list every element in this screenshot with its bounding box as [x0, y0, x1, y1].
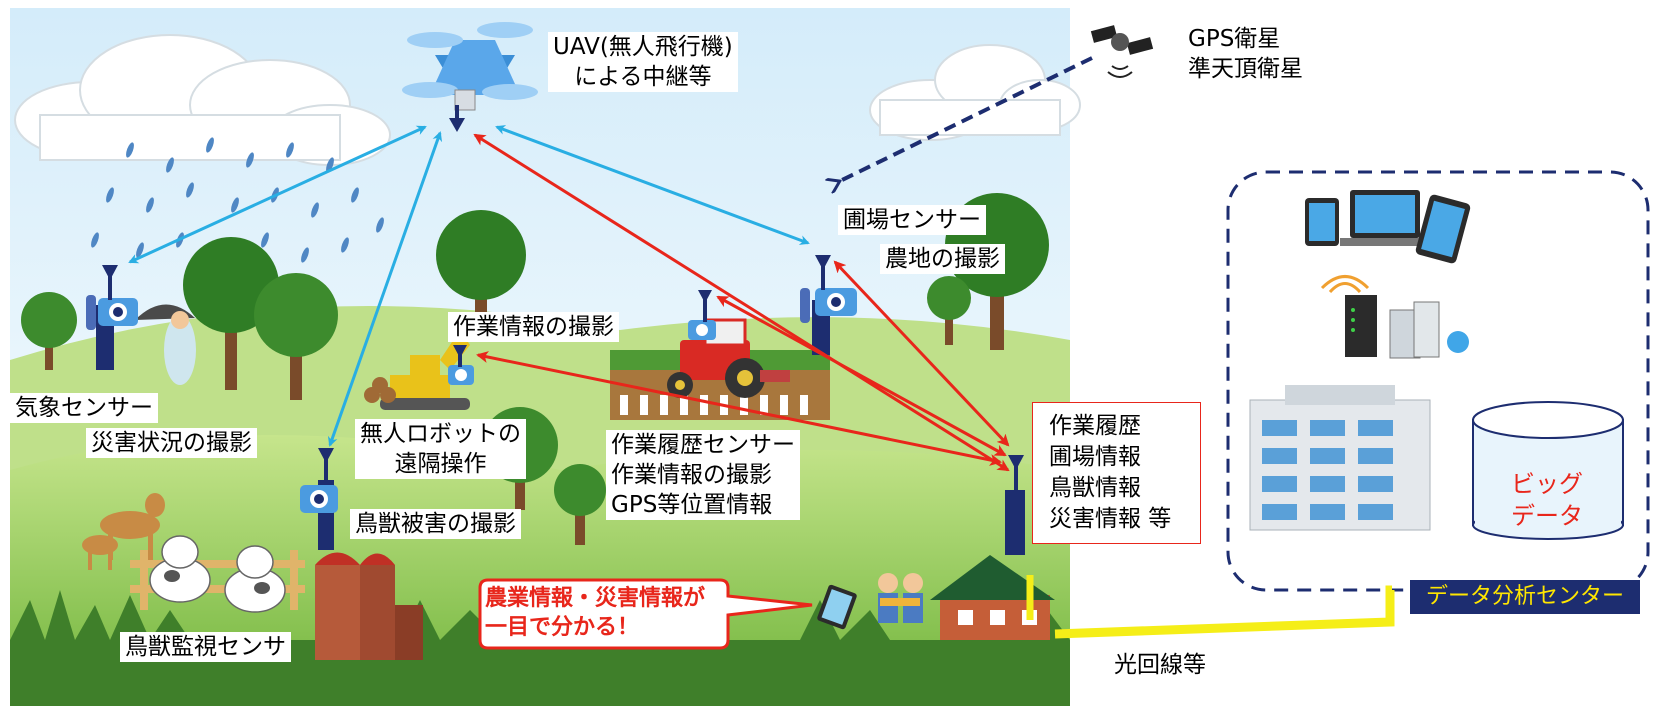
deer — [82, 493, 165, 570]
uav-label: UAV(無人飛行機) による中継等 — [548, 32, 738, 92]
drone — [402, 22, 538, 132]
callout-line2: 一目で分かる！ — [485, 615, 640, 640]
sensor-pole-history — [1005, 455, 1025, 555]
link-robot-history — [476, 351, 1002, 466]
animal-monitor-label: 鳥獣監視センサ — [120, 632, 291, 662]
fence — [130, 550, 305, 610]
damage-photo-label: 鳥獣被害の撮影 — [350, 509, 521, 539]
gps-label: GPS衛星 準天頂衛星 — [1188, 24, 1303, 84]
router-icon — [1320, 275, 1469, 359]
weather-sensor-label: 気象センサー — [10, 393, 158, 423]
farmers — [878, 573, 923, 623]
info-item: 作業履歴 — [1049, 413, 1141, 439]
history-label-line1: 作業履歴センサー — [611, 432, 795, 458]
disaster-photo-label: 災害状況の撮影 — [86, 428, 257, 458]
work-info-photo-label: 作業情報の撮影 — [448, 312, 619, 342]
link-gps — [838, 56, 1093, 182]
info-box: 作業履歴 圃場情報 鳥獣情報 災害情報 等 — [1032, 402, 1201, 544]
history-label: 作業履歴センサー 作業情報の撮影 GPS等位置情報 — [606, 430, 800, 520]
excavator-sensor — [448, 345, 474, 385]
link-uav-damage — [327, 131, 443, 447]
robot-label-line1: 無人ロボットの — [360, 421, 521, 447]
robot-label-line2: 遠隔操作 — [394, 451, 487, 477]
bigdata-label-line1: ビッグ — [1511, 470, 1583, 498]
field-sensor-label-line1: 圃場センサー — [838, 205, 986, 235]
bigdata-label: ビッグ データ — [1497, 468, 1597, 532]
callout-bubble — [478, 578, 813, 650]
history-label-line2: 作業情報の撮影 — [611, 462, 772, 488]
cows — [149, 535, 286, 613]
tablet-device — [817, 584, 857, 630]
person-umbrella — [135, 304, 196, 385]
cloud-right — [869, 44, 1081, 141]
robot-label: 無人ロボットの 遠隔操作 — [355, 419, 526, 479]
optical-line-label: 光回線等 — [1114, 652, 1206, 678]
sensor-pole-weather — [86, 265, 138, 370]
uav-label-line1: UAV(無人飛行機) — [553, 34, 733, 60]
fiber-line — [1054, 585, 1395, 639]
devices-icon — [1305, 190, 1471, 264]
database-icon — [1472, 401, 1624, 540]
history-label-line3: GPS等位置情報 — [611, 492, 773, 518]
gps-label-line1: GPS衛星 — [1188, 26, 1281, 52]
uav-label-line2: による中継等 — [574, 64, 712, 90]
analysis-center-label: データ分析センター — [1410, 580, 1640, 614]
bigdata-label-line2: データ — [1511, 502, 1583, 530]
info-item: 災害情報 等 — [1049, 506, 1172, 532]
callout-text: 農業情報・災害情報が 一目で分かる！ — [485, 584, 705, 642]
gps-label-line2: 準天頂衛星 — [1188, 56, 1303, 82]
info-item: 鳥獣情報 — [1049, 475, 1141, 501]
field-sensor-label-line2: 農地の撮影 — [880, 244, 1005, 274]
satellite-icon — [1090, 25, 1154, 78]
brick-barn — [315, 552, 423, 660]
callout-line1: 農業情報・災害情報が — [485, 586, 706, 611]
info-item: 圃場情報 — [1049, 444, 1141, 470]
building-icon — [1249, 385, 1431, 531]
sensor-pole-damage — [300, 448, 338, 550]
